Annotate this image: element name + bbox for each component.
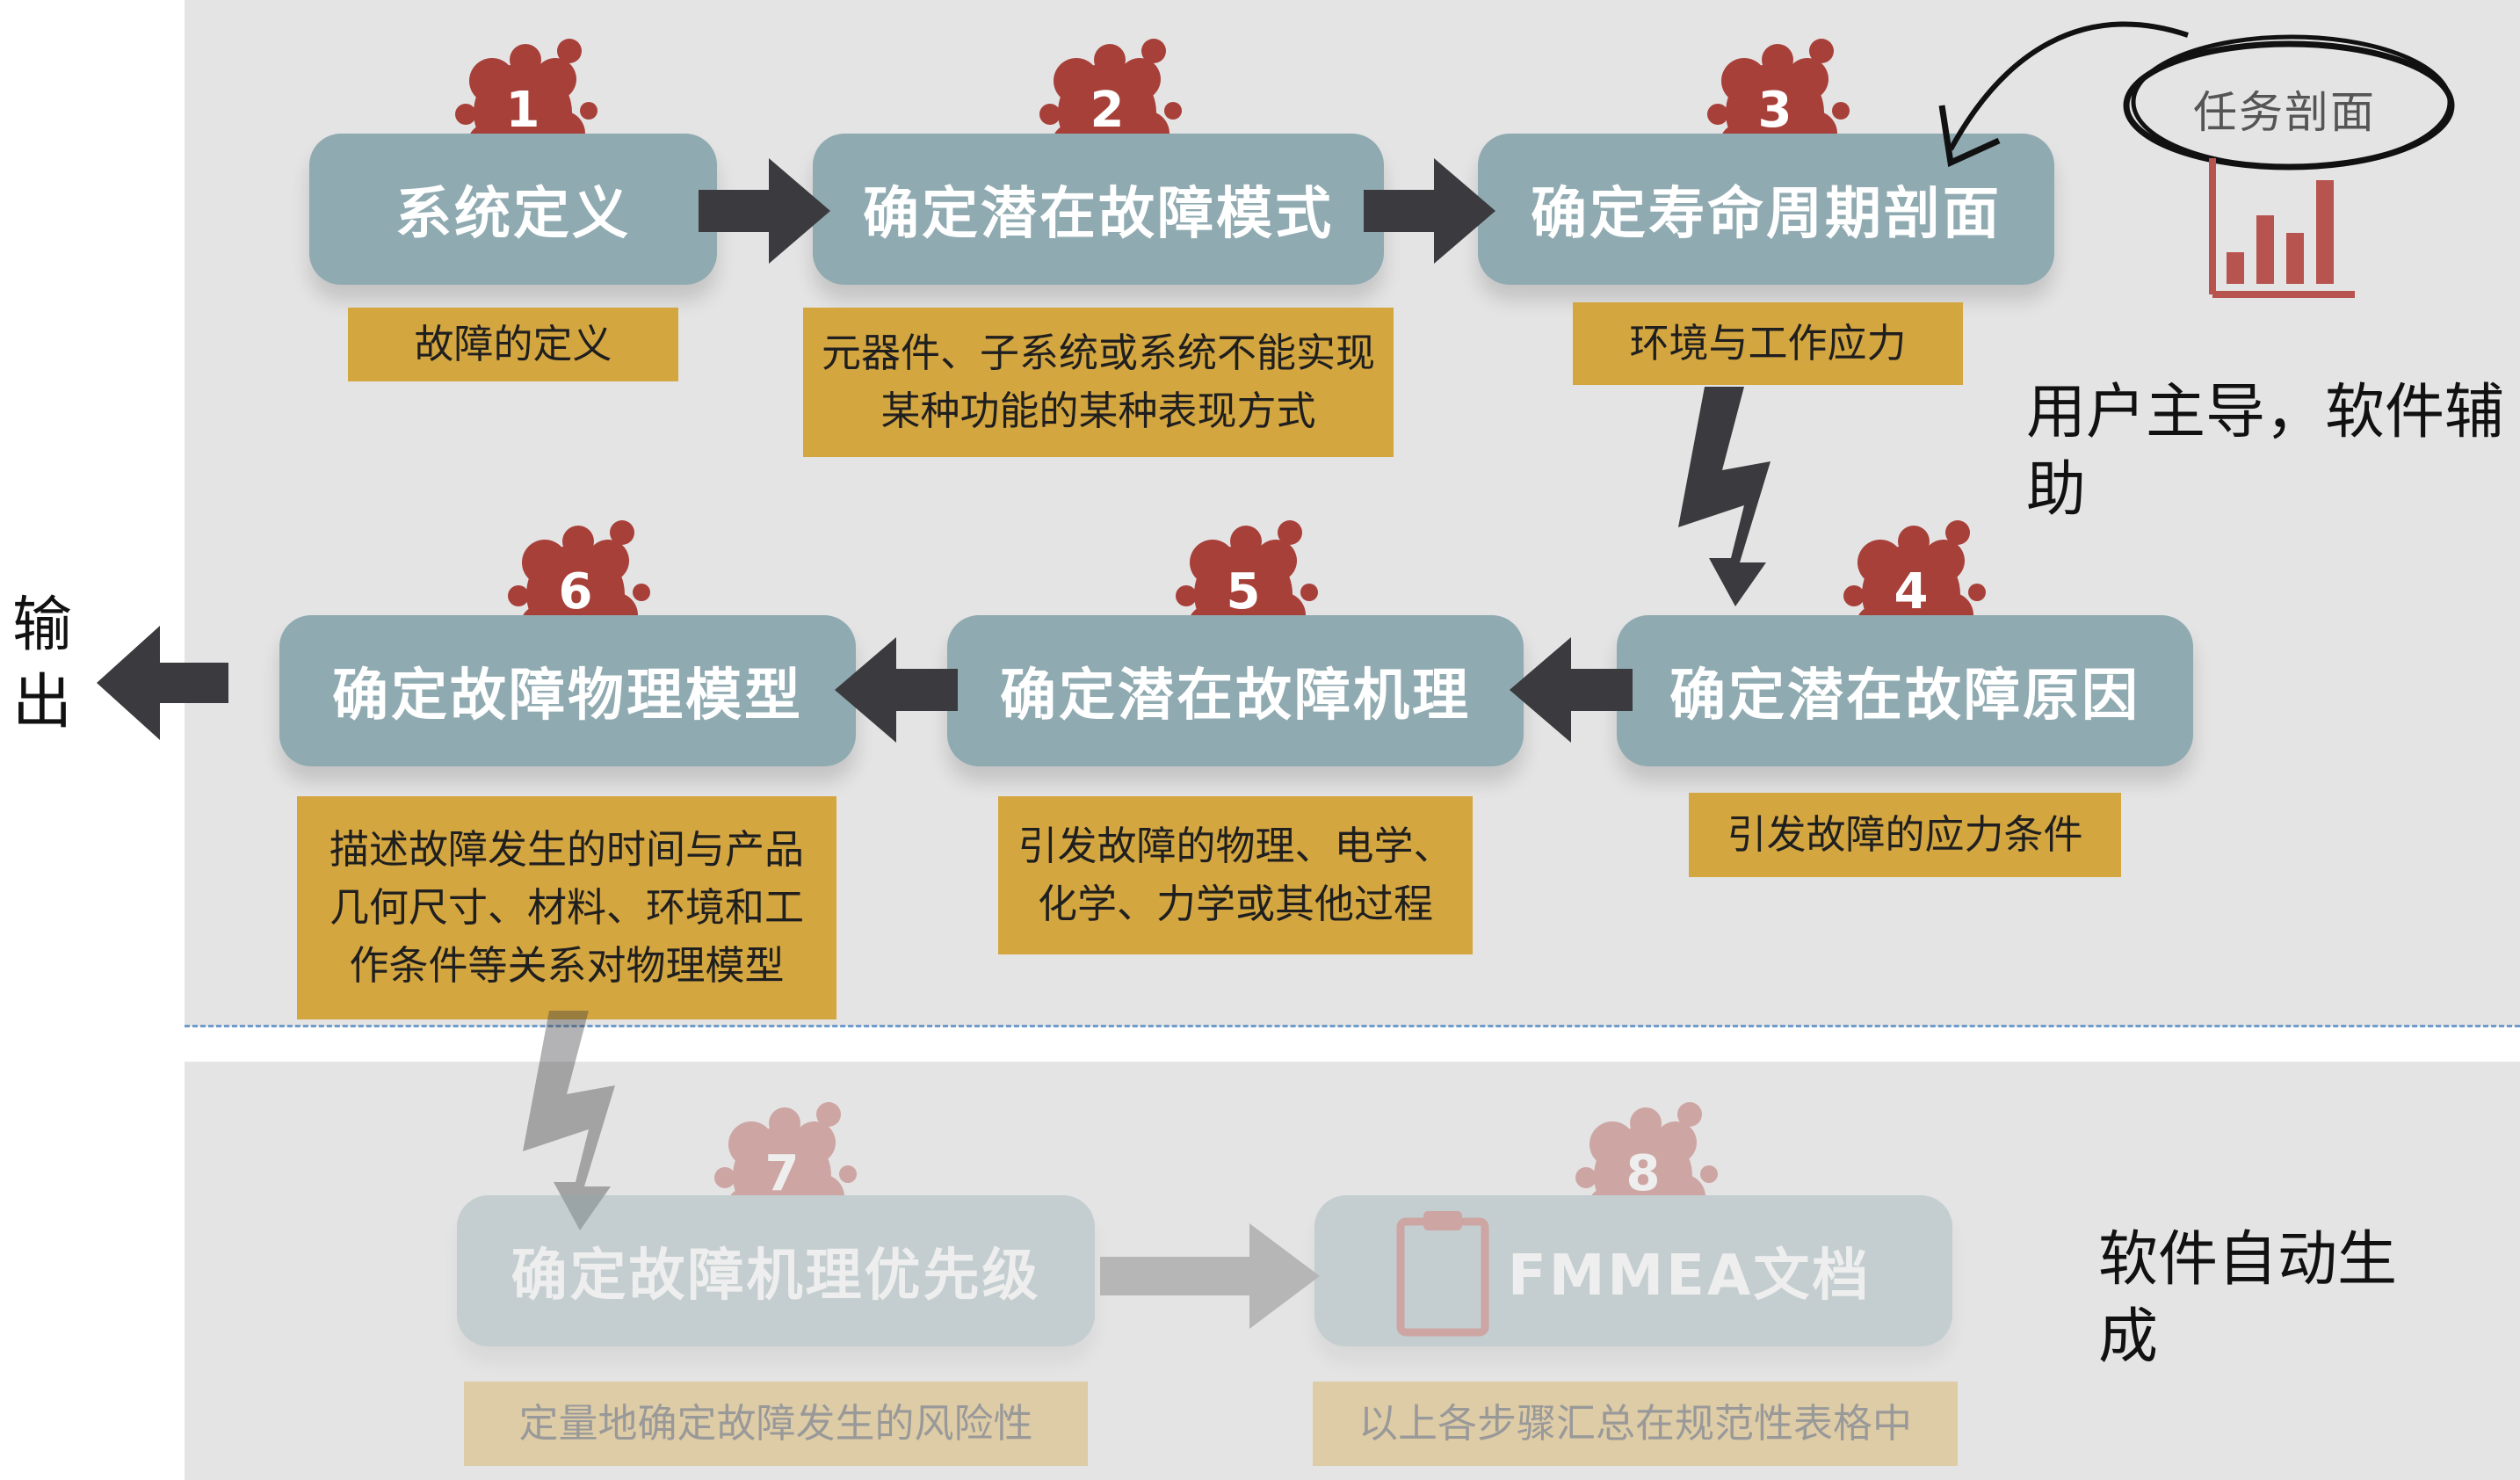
step-8-box: FMMEA文档 — [1314, 1195, 1952, 1346]
step-2-splat-icon: 2 — [1024, 26, 1191, 193]
step-1-desc: 故障的定义 — [348, 308, 678, 381]
arrow-2-to-3 — [1364, 158, 1495, 264]
arrow-3-to-4-lightning — [1678, 387, 1771, 606]
step-1-splat-icon: 1 — [439, 26, 606, 193]
step-8-desc: 以上各步骤汇总在规范性表格中 — [1313, 1382, 1958, 1466]
step-1-number: 1 — [505, 81, 540, 139]
arrow-6-to-7-lightning — [523, 1011, 615, 1230]
step-6-box: 确定故障物理模型 — [279, 615, 856, 766]
note-output: 输出 — [12, 591, 73, 737]
step-5-number: 5 — [1226, 562, 1261, 620]
step-6-desc: 描述故障发生的时间与产品几何尺寸、材料、环境和工作条件等关系对物理模型 — [297, 796, 836, 1019]
arrow-7-to-8 — [1100, 1223, 1320, 1329]
output-arrow — [97, 626, 228, 740]
step-3-desc: 环境与工作应力 — [1573, 302, 1963, 385]
arrow-1-to-2 — [699, 158, 830, 264]
step-4-title: 确定潜在故障原因 — [1669, 664, 2140, 729]
step-8-number: 8 — [1626, 1144, 1661, 1202]
step-4-desc: 引发故障的应力条件 — [1689, 793, 2121, 877]
step-2-number: 2 — [1090, 81, 1125, 139]
clipboard-icon — [1396, 1211, 1489, 1337]
step-2-box: 确定潜在故障模式 — [813, 134, 1384, 285]
step-7-number: 7 — [764, 1144, 800, 1202]
step-4-splat-icon: 4 — [1828, 508, 1995, 675]
step-3-number: 3 — [1757, 81, 1792, 139]
step-1-box: 系统定义 — [309, 134, 717, 285]
step-5-splat-icon: 5 — [1160, 508, 1327, 675]
step-2-title: 确定潜在故障模式 — [863, 182, 1334, 247]
step-7-title: 确定故障机理优先级 — [511, 1244, 1041, 1309]
step-7-splat-icon: 7 — [699, 1090, 865, 1257]
step-5-box: 确定潜在故障机理 — [947, 615, 1524, 766]
step-7-box: 确定故障机理优先级 — [457, 1195, 1095, 1346]
step-8-splat-icon: 8 — [1560, 1090, 1727, 1257]
step-5-desc: 引发故障的物理、电学、化学、力学或其他过程 — [998, 796, 1473, 954]
step-7-desc: 定量地确定故障发生的风险性 — [464, 1382, 1088, 1466]
section-divider — [185, 1025, 2520, 1027]
step-8-title: FMMEA文档 — [1508, 1244, 1872, 1309]
step-3-title: 确定寿命周期剖面 — [1531, 182, 2002, 247]
arrow-5-to-6 — [835, 637, 958, 743]
step-6-title: 确定故障物理模型 — [332, 664, 803, 729]
mission-profile-label: 任务剖面 — [2193, 87, 2376, 138]
mission-profile-circle-and-pointer — [1938, 21, 2455, 170]
bar-chart-icon — [2209, 158, 2355, 298]
step-3-splat-icon: 3 — [1691, 26, 1858, 193]
step-5-title: 确定潜在故障机理 — [1000, 664, 1471, 729]
step-4-number: 4 — [1894, 562, 1929, 620]
arrow-4-to-5 — [1510, 637, 1633, 743]
auto-gen-panel — [185, 1062, 2520, 1480]
note-user-led: 用户主导，软件辅助 — [2026, 378, 2505, 525]
step-1-title: 系统定义 — [395, 182, 631, 247]
step-2-desc: 元器件、子系统或系统不能实现某种功能的某种表现方式 — [803, 308, 1394, 457]
step-4-box: 确定潜在故障原因 — [1617, 615, 2193, 766]
step-6-splat-icon: 6 — [492, 508, 659, 675]
step-6-number: 6 — [558, 562, 593, 620]
note-auto-gen: 软件自动生成 — [2098, 1225, 2398, 1372]
